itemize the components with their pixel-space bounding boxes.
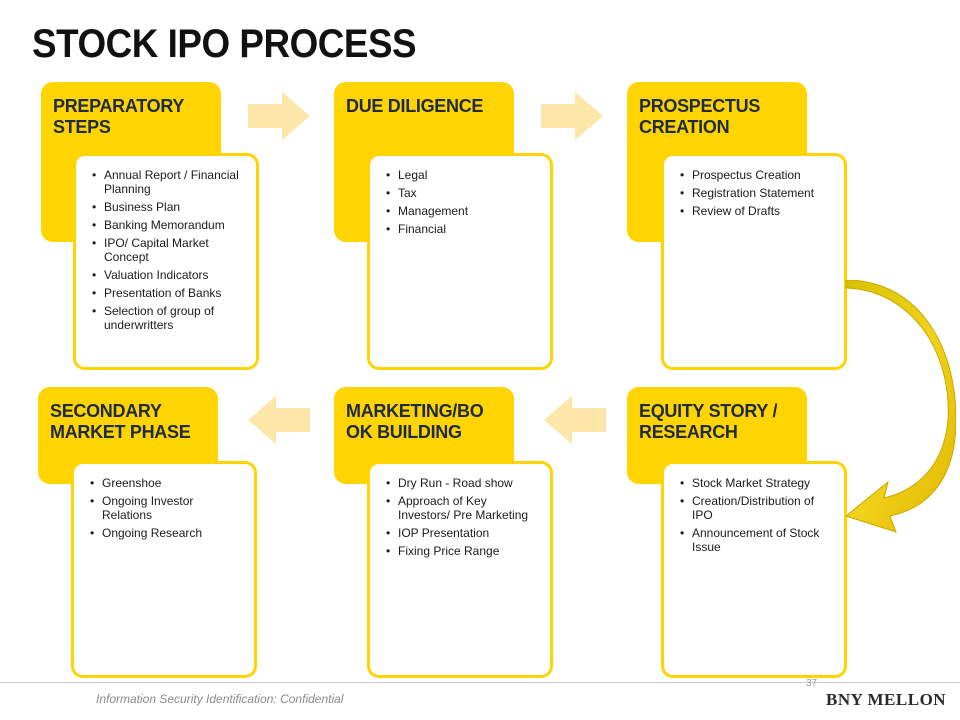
list-item: Approach of Key Investors/ Pre Marketing — [384, 494, 540, 522]
footer-divider — [0, 682, 960, 683]
arrow-right-icon — [541, 92, 603, 140]
step-secondary-heading: SECONDARY MARKET PHASE — [50, 401, 191, 442]
list-item: Tax — [384, 186, 540, 200]
step-due-diligence-card: Legal Tax Management Financial — [367, 153, 553, 370]
list-item: Fixing Price Range — [384, 544, 540, 558]
list-item: Management — [384, 204, 540, 218]
arrow-right-icon — [248, 92, 310, 140]
list-item: Greenshoe — [88, 476, 244, 490]
list-item: Legal — [384, 168, 540, 182]
list-item: Business Plan — [90, 200, 246, 214]
list-item: Valuation Indicators — [90, 268, 246, 282]
step-preparatory-card: Annual Report / Financial Planning Busin… — [73, 153, 259, 370]
step-equity-story-card: Stock Market Strategy Creation/Distribut… — [661, 461, 847, 678]
step-marketing-card: Dry Run - Road show Approach of Key Inve… — [367, 461, 553, 678]
footer-classification: Information Security Identification: Con… — [96, 692, 344, 706]
step-prospectus-heading: PROSPECTUS CREATION — [639, 96, 761, 137]
list-item: Banking Memorandum — [90, 218, 246, 232]
list-item: Dry Run - Road show — [384, 476, 540, 490]
step-marketing-list: Dry Run - Road show Approach of Key Inve… — [384, 476, 540, 558]
list-item: Announcement of Stock Issue — [678, 526, 834, 554]
arrow-left-icon — [248, 396, 310, 444]
list-item: Review of Drafts — [678, 204, 834, 218]
list-item: Registration Statement — [678, 186, 834, 200]
step-due-diligence-list: Legal Tax Management Financial — [384, 168, 540, 236]
list-item: Financial — [384, 222, 540, 236]
step-marketing-heading: MARKETING/BO OK BUILDING — [346, 401, 484, 442]
list-item: Creation/Distribution of IPO — [678, 494, 834, 522]
page-title: STOCK IPO PROCESS — [32, 22, 417, 66]
list-item: IOP Presentation — [384, 526, 540, 540]
list-item: Prospectus Creation — [678, 168, 834, 182]
list-item: Ongoing Investor Relations — [88, 494, 244, 522]
step-preparatory-list: Annual Report / Financial Planning Busin… — [90, 168, 246, 332]
page-number: 37 — [806, 678, 818, 689]
step-secondary-list: Greenshoe Ongoing Investor Relations Ong… — [88, 476, 244, 540]
list-item: Stock Market Strategy — [678, 476, 834, 490]
step-prospectus-list: Prospectus Creation Registration Stateme… — [678, 168, 834, 218]
step-due-diligence-heading: DUE DILIGENCE — [346, 96, 484, 116]
brand-logo: BNY MELLON — [826, 690, 947, 709]
curved-arrow-down-icon — [844, 280, 956, 533]
arrow-left-icon — [544, 396, 606, 444]
list-item: Presentation of Banks — [90, 286, 246, 300]
step-preparatory-heading: PREPARATORY STEPS — [53, 96, 184, 137]
list-item: Selection of group of underwritters — [90, 304, 246, 332]
step-secondary-card: Greenshoe Ongoing Investor Relations Ong… — [71, 461, 257, 678]
step-equity-story-heading: EQUITY STORY / RESEARCH — [639, 401, 778, 442]
step-prospectus-card: Prospectus Creation Registration Stateme… — [661, 153, 847, 370]
list-item: Ongoing Research — [88, 526, 244, 540]
step-equity-story-list: Stock Market Strategy Creation/Distribut… — [678, 476, 834, 554]
list-item: Annual Report / Financial Planning — [90, 168, 246, 196]
list-item: IPO/ Capital Market Concept — [90, 236, 246, 264]
